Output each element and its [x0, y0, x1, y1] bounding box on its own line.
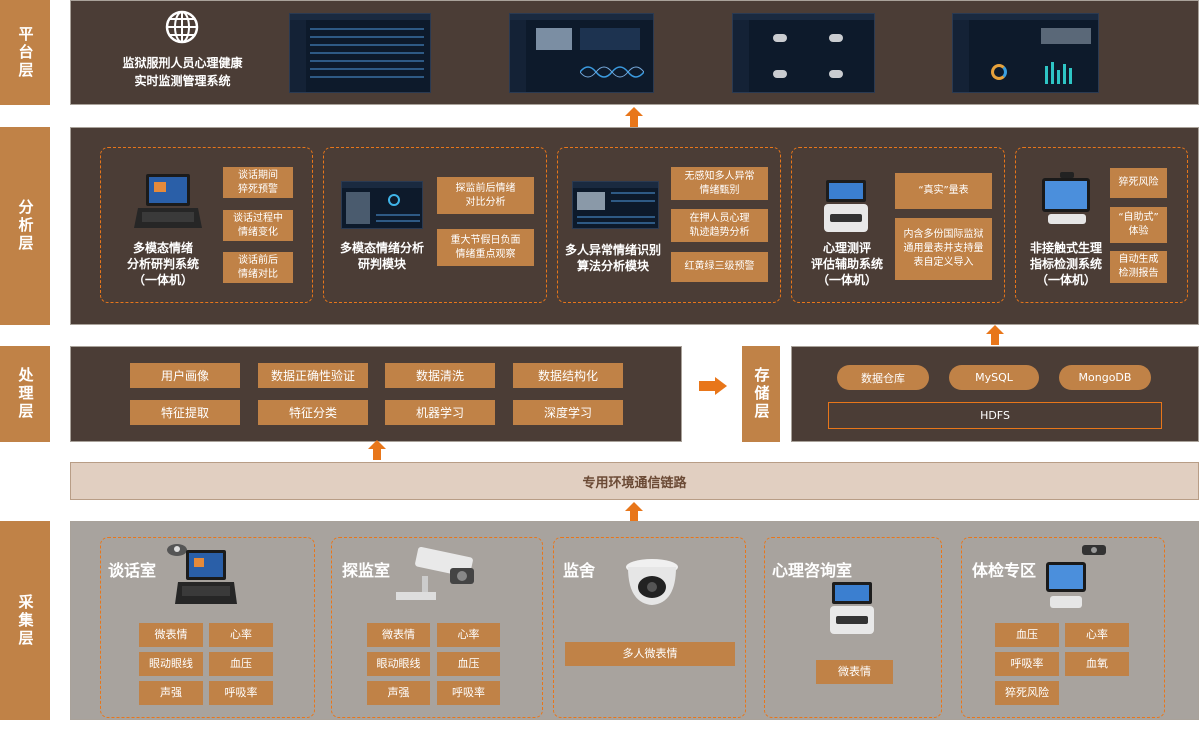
processing-item-5: 特征提取 [130, 400, 240, 425]
layer-label-collection: 采集层 [0, 521, 50, 720]
collection-room-3 [553, 537, 746, 718]
analysis-module-4-item-1: “真实”量表 [895, 173, 992, 209]
analysis-module-5-item-3: 自动生成 检测报告 [1110, 251, 1167, 283]
layer-label-storage: 存储层 [742, 346, 780, 442]
collection-room-1-item-3: 眼动眼线 [139, 652, 203, 676]
platform-screenshot-2 [509, 13, 654, 93]
analysis-module-5-item-1: 猝死风险 [1110, 168, 1167, 198]
analysis-module-3 [557, 147, 781, 303]
globe-icon [165, 10, 199, 44]
collection-room-2-item-6: 呼吸率 [437, 681, 500, 705]
analysis-module-4-item-2: 内含多份国际监狱 通用量表并支持量 表自定义导入 [895, 218, 992, 280]
storage-item-1: 数据仓库 [837, 365, 929, 390]
kiosk-icon [1042, 560, 1090, 612]
storage-hdfs: HDFS [828, 402, 1162, 429]
processing-item-6: 特征分类 [258, 400, 368, 425]
analysis-module-1-item-3: 谈话前后 情绪对比 [223, 252, 293, 283]
collection-room-2-item-4: 血压 [437, 652, 500, 676]
analysis-module-1-title: 多模态情绪 分析研判系统 （一体机） [126, 241, 199, 287]
analysis-module-5-title: 非接触式生理 指标检测系统 （一体机） [1029, 241, 1102, 287]
collection-room-5-item-5: 猝死风险 [995, 681, 1059, 705]
dome-camera-icon [622, 553, 682, 611]
layer-label-processing: 处理层 [0, 346, 50, 442]
collection-room-5-item-4: 血氧 [1065, 652, 1129, 676]
analysis-module-2-item-2: 重大节假日负面 情绪重点观察 [437, 229, 534, 266]
collection-room-2-item-2: 心率 [437, 623, 500, 647]
arrow-right-icon [699, 377, 727, 395]
collection-room-3-title: 监舍 [563, 561, 596, 580]
analysis-module-3-item-1: 无感知多人异常 情绪甄别 [671, 167, 768, 200]
processing-item-4: 数据结构化 [513, 363, 623, 388]
collection-room-5-item-1: 血压 [995, 623, 1059, 647]
collection-room-5-item-3: 呼吸率 [995, 652, 1059, 676]
collection-room-4 [764, 537, 942, 718]
analysis-module-4 [791, 147, 1005, 303]
analysis-module-2 [323, 147, 547, 303]
layer-label-analysis: 分析层 [0, 127, 50, 325]
collection-room-4-title: 心理咨询室 [772, 561, 853, 580]
kiosk-icon [826, 580, 878, 636]
analysis-module-3-screen [572, 181, 659, 229]
platform-screenshot-3 [732, 13, 875, 93]
arrow-up-icon [368, 440, 386, 460]
collection-room-2-item-5: 声强 [367, 681, 430, 705]
processing-item-1: 用户画像 [130, 363, 240, 388]
analysis-module-1-item-2: 谈话过程中 情绪变化 [223, 210, 293, 241]
analysis-module-2-title: 多模态情绪分析 研判模块 [339, 241, 424, 271]
analysis-module-1 [100, 147, 313, 303]
collection-room-2-item-1: 微表情 [367, 623, 430, 647]
storage-item-2: MySQL [949, 365, 1039, 390]
processing-item-8: 深度学习 [513, 400, 623, 425]
camera-icon [166, 542, 188, 558]
collection-room-5-item-2: 心率 [1065, 623, 1129, 647]
camera-icon [1080, 542, 1108, 558]
layer-label-platform: 平台层 [0, 0, 50, 105]
kiosk-icon [1036, 170, 1096, 228]
collection-room-2-item-3: 眼动眼线 [367, 652, 430, 676]
comm-link-bar: 专用环境通信链路 [70, 462, 1199, 500]
collection-room-1-item-5: 声强 [139, 681, 203, 705]
collection-room-1-item-6: 呼吸率 [209, 681, 273, 705]
processing-band [70, 346, 682, 442]
collection-room-2-title: 探监室 [342, 561, 391, 580]
collection-room-2 [331, 537, 543, 718]
collection-room-1-item-1: 微表情 [139, 623, 203, 647]
collection-room-5-title: 体检专区 [972, 561, 1037, 580]
analysis-module-3-item-2: 在押人员心理 轨迹趋势分析 [671, 209, 768, 242]
analysis-module-1-item-1: 谈话期间 猝死预警 [223, 167, 293, 198]
analysis-module-5-item-2: “自助式” 体验 [1110, 207, 1167, 243]
analysis-module-4-title: 心理测评 评估辅助系统 （一体机） [810, 241, 883, 287]
analysis-module-2-item-1: 探监前后情绪 对比分析 [437, 177, 534, 214]
processing-item-3: 数据清洗 [385, 363, 495, 388]
arrow-up-icon [625, 502, 643, 522]
analysis-module-2-screen [341, 181, 423, 229]
collection-room-4-item-1: 微表情 [816, 660, 893, 684]
analysis-module-3-item-3: 红黄绿三级预警 [671, 252, 768, 282]
collection-room-1-item-4: 血压 [209, 652, 273, 676]
laptop-icon [174, 548, 238, 608]
laptop-icon [132, 172, 204, 232]
camera-icon [392, 546, 482, 606]
arrow-up-icon [986, 325, 1004, 345]
collection-room-5 [961, 537, 1165, 718]
platform-screenshot-4 [952, 13, 1099, 93]
collection-room-3-item-1: 多人微表情 [565, 642, 735, 666]
arrow-up-icon [625, 107, 643, 127]
storage-item-3: MongoDB [1059, 365, 1151, 390]
processing-item-7: 机器学习 [385, 400, 495, 425]
processing-item-2: 数据正确性验证 [258, 363, 368, 388]
platform-title: 监狱服刑人员心理健康 实时监测管理系统 [122, 56, 243, 88]
analysis-module-3-title: 多人异常情绪识别 算法分析模块 [564, 243, 661, 273]
platform-screenshot-1 [289, 13, 431, 93]
kiosk-icon [818, 178, 874, 236]
analysis-module-5 [1015, 147, 1188, 303]
collection-room-1 [100, 537, 315, 718]
collection-room-1-title: 谈话室 [108, 561, 157, 580]
collection-room-1-item-2: 心率 [209, 623, 273, 647]
storage-band [791, 346, 1199, 442]
